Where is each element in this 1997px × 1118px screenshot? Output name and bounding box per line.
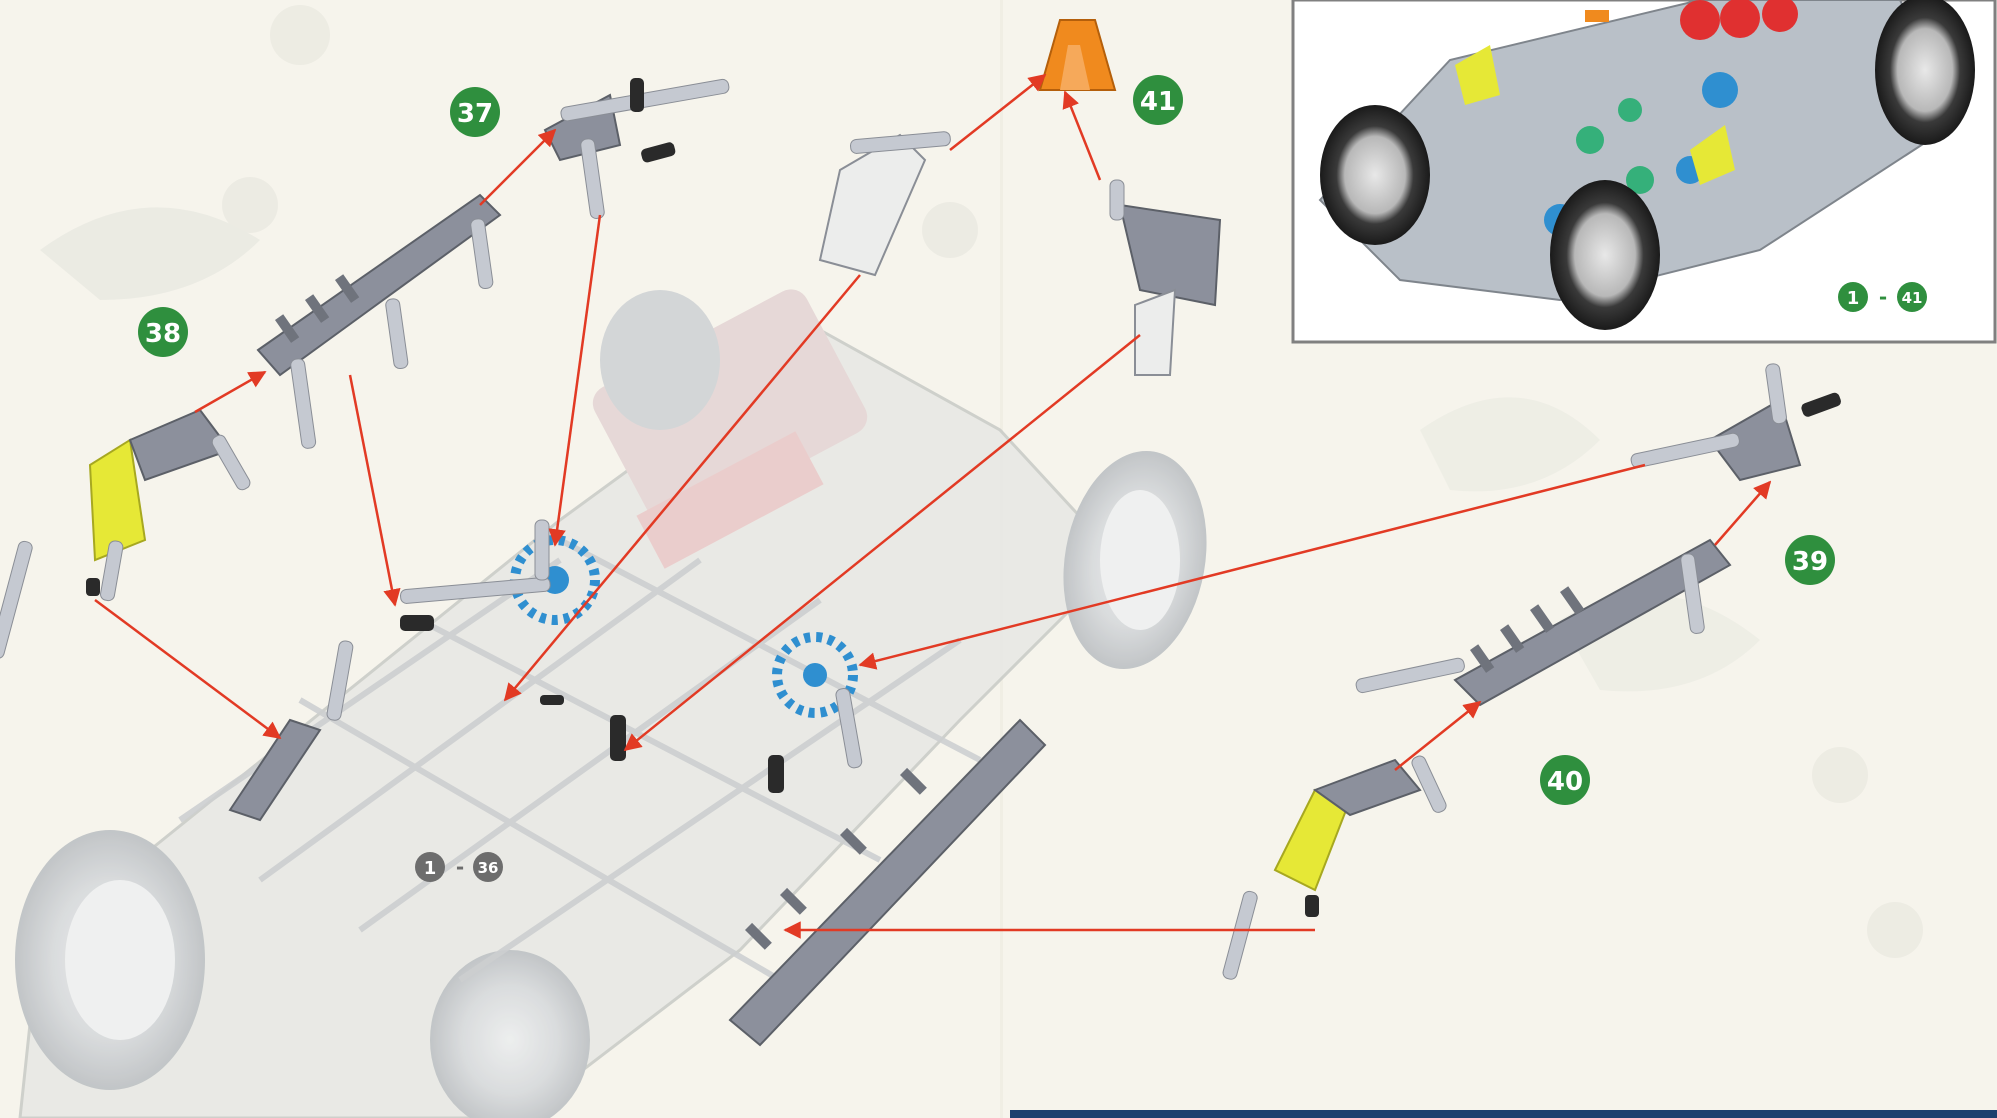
arrow-37-rail-to-clip	[350, 375, 395, 605]
step-number-40: 40	[1547, 767, 1583, 797]
range-base-from: 1	[424, 858, 437, 879]
step-number-38: 38	[145, 319, 181, 349]
part-step39-rod-connector	[1630, 363, 1842, 480]
step-badge-39: 39	[1785, 535, 1835, 585]
range-badge-base: 1 - 36	[415, 852, 503, 882]
range-inset-from: 1	[1847, 288, 1860, 309]
page-edge-strip	[1010, 1110, 1997, 1118]
step-number-39: 39	[1792, 547, 1828, 577]
completed-model-inset: 1 - 41	[1293, 0, 1995, 342]
part-step37-rod-connector	[545, 78, 730, 219]
arrow-40-yellow-to-rail	[1395, 702, 1480, 770]
part-step41-orange-connector	[1040, 20, 1115, 90]
inset-wheel-rear	[1875, 0, 1975, 145]
part-step41-bracket-left	[820, 131, 951, 275]
inset-wheel-front-right	[1550, 180, 1660, 330]
range-inset-to: 41	[1902, 289, 1923, 307]
range-inset-dash: -	[1879, 285, 1887, 309]
inset-wheel-front-left	[1320, 105, 1430, 245]
range-base-dash: -	[456, 855, 464, 879]
base-model-ghost	[15, 283, 1223, 1118]
step-badge-41: 41	[1133, 75, 1183, 125]
arrow-38-yellow-to-front	[95, 600, 280, 738]
arrow-41-left-to-orange	[950, 75, 1045, 150]
step-badge-37: 37	[450, 87, 500, 137]
arrow-38-yellow-to-rail	[195, 372, 265, 412]
arrow-37-rail-to-connector	[480, 130, 555, 205]
rear-wheel-top-ghost	[600, 290, 720, 430]
step-badge-40: 40	[1540, 755, 1590, 805]
step-number-37: 37	[457, 99, 493, 129]
range-badge-inset: 1 - 41	[1838, 282, 1927, 312]
arrow-41-right-to-orange	[1065, 92, 1100, 180]
step-badge-38: 38	[138, 307, 188, 357]
part-step40-yellow-connector	[1222, 754, 1448, 980]
part-step37-gear-rail	[258, 195, 500, 449]
step-number-41: 41	[1140, 87, 1176, 117]
range-base-to: 36	[478, 859, 499, 877]
arrow-39-rail-to-connector	[1715, 482, 1770, 545]
